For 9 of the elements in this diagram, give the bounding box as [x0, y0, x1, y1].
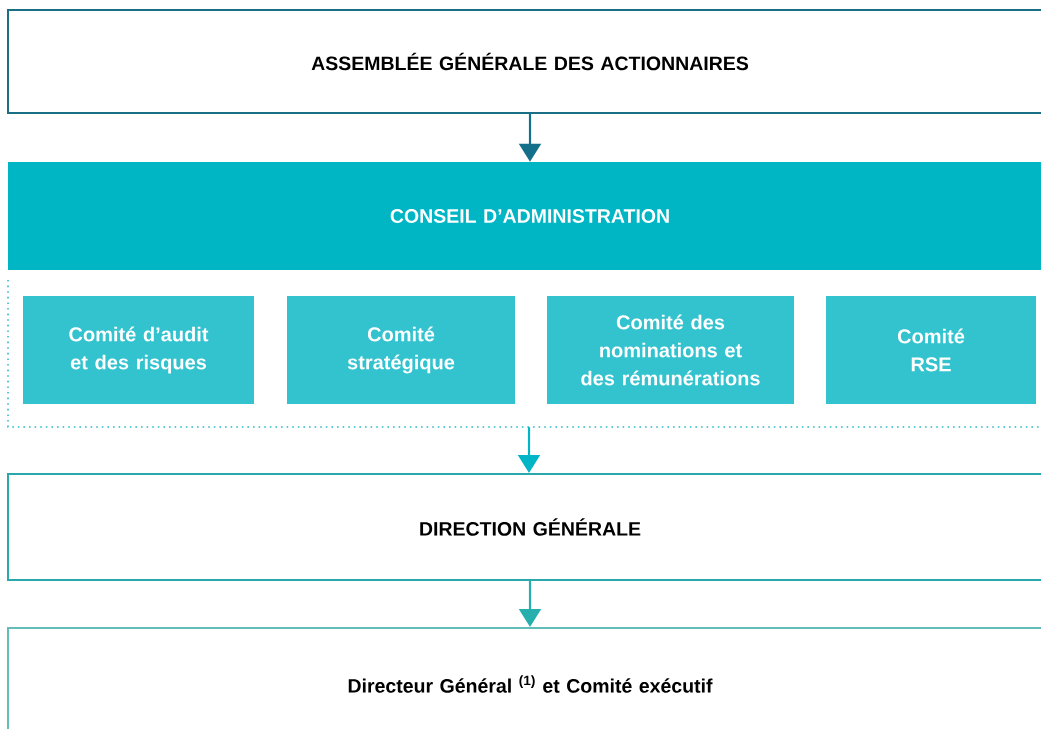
- org-box: Comité stratégique: [287, 296, 515, 404]
- org-box: CONSEIL D’ADMINISTRATION: [8, 162, 1041, 270]
- org-box: Comité des nominations et des rémunérations: [547, 296, 794, 404]
- org-box: Comité RSE: [826, 296, 1036, 404]
- committee-band: [7, 279, 1041, 428]
- org-box: Directeur Général $^{(1)}$ et Comité exécutif: [7, 627, 1041, 729]
- org-box: ASSEMBLÉE GÉNÉRALE DES ACTIONNAIRES: [7, 9, 1041, 114]
- org-box: Comité d’audit et des risques: [23, 296, 254, 404]
- org-box: DIRECTION GÉNÉRALE: [7, 473, 1041, 581]
